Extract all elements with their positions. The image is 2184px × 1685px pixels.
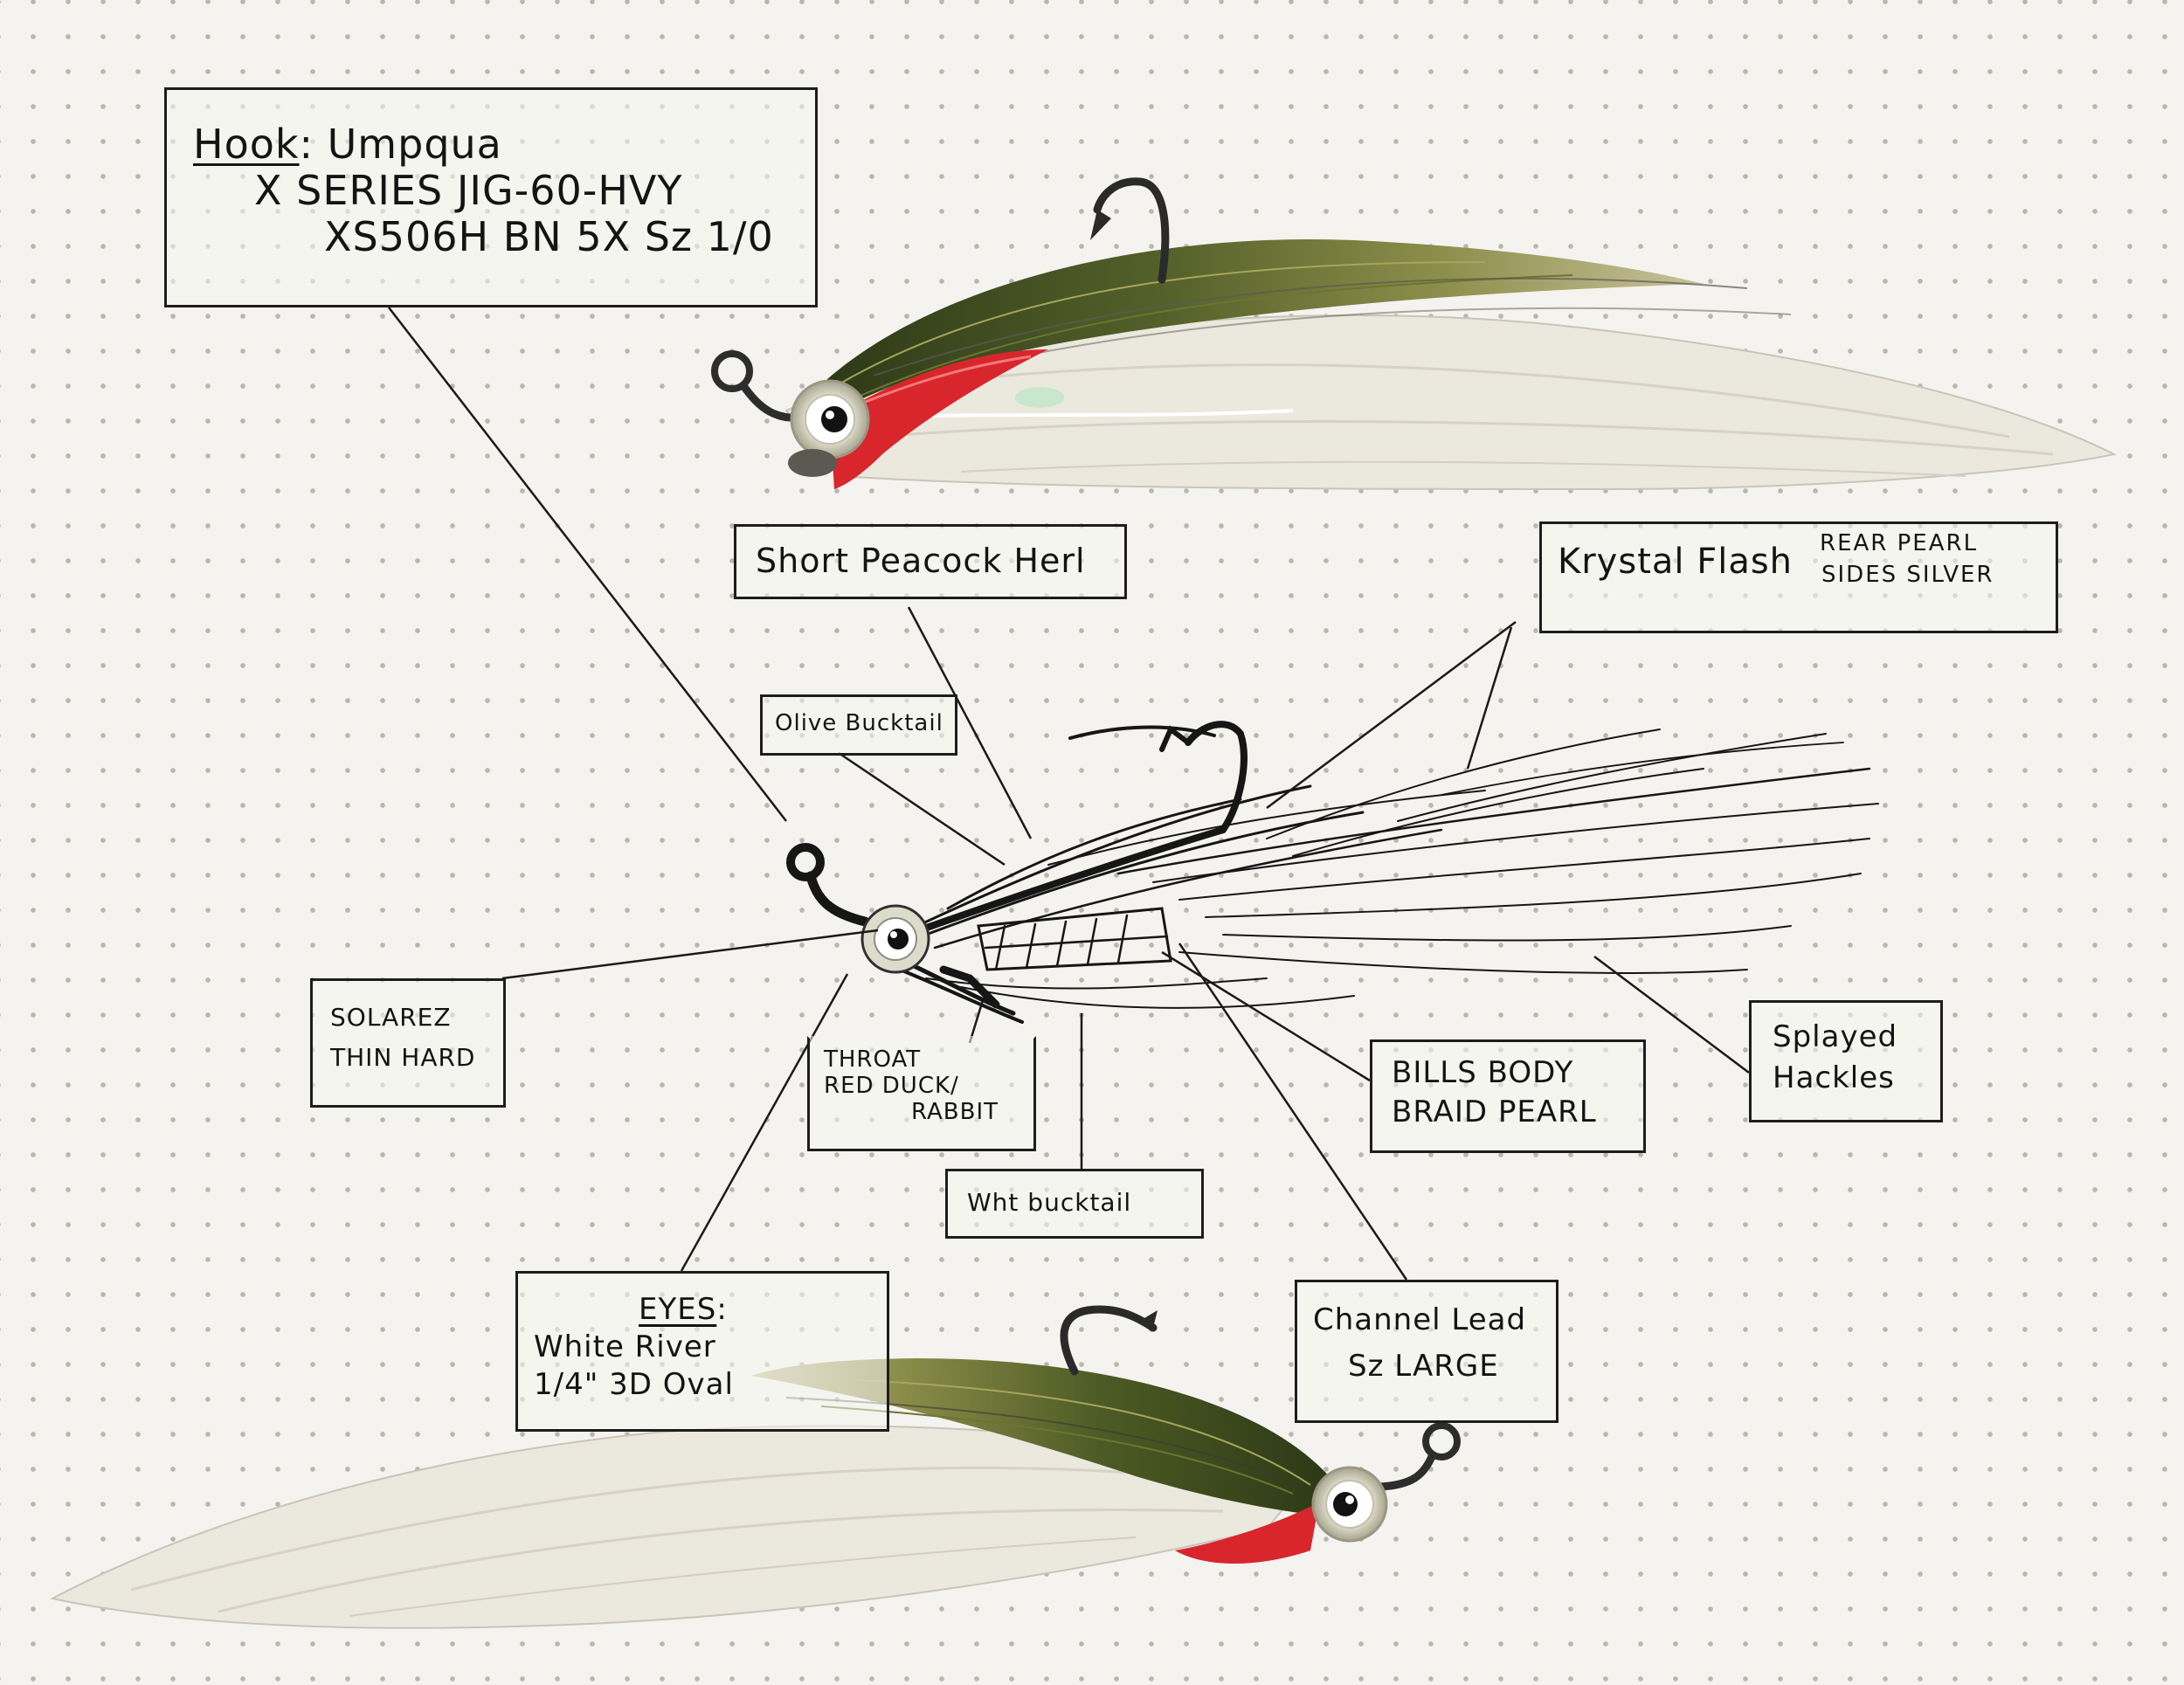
red-throat <box>1175 1502 1319 1564</box>
eyes-line2: White River <box>534 1329 716 1365</box>
label-bills: BILLS BODY BRAID PEARL <box>1370 1039 1646 1153</box>
leader-solarez <box>501 929 879 980</box>
leader-throat <box>968 999 985 1044</box>
label-olive: Olive Bucktail <box>760 694 957 756</box>
label-krystal: Krystal Flash REAR PEARL SIDES SILVER <box>1539 521 2058 633</box>
leader-splayed <box>1593 956 1750 1074</box>
doll-eye-icon <box>1311 1466 1388 1543</box>
channel-line2: Sz LARGE <box>1348 1349 1499 1385</box>
krystal-sides: SIDES SILVER <box>1821 562 1994 588</box>
hook-size: XS506H BN 5X Sz 1/0 <box>324 212 774 260</box>
label-eyes: EYES: White River 1/4" 3D Oval <box>515 1271 889 1432</box>
label-solarez: SOLAREZ THIN HARD <box>310 978 506 1108</box>
hook-heading: Hook <box>193 121 300 168</box>
leader-krystal-2 <box>1466 626 1513 770</box>
eyes-line3: 1/4" 3D Oval <box>534 1367 734 1403</box>
hook-bend <box>1093 177 1170 284</box>
solarez-line2: THIN HARD <box>330 1043 476 1073</box>
solarez-line1: SOLAREZ <box>330 1003 452 1032</box>
leader-hook <box>388 307 787 822</box>
krystal-main: Krystal Flash <box>1558 542 1794 582</box>
leader-lines <box>388 307 1750 1281</box>
label-peacock: Short Peacock Herl <box>734 524 1127 599</box>
splayed-line1: Splayed <box>1773 1019 1898 1054</box>
olive-text: Olive Bucktail <box>775 710 943 736</box>
throat-line3: RABBIT <box>911 1098 999 1125</box>
label-splayed: Splayed Hackles <box>1749 1000 1943 1122</box>
leader-channel <box>1178 943 1408 1281</box>
doll-eye-icon <box>860 904 930 974</box>
white-bucktail-tail <box>784 314 2118 491</box>
leader-krystal-1 <box>1266 620 1517 810</box>
streamer-fly-photo <box>711 177 2118 491</box>
wht-text: Wht bucktail <box>967 1188 1132 1217</box>
krystal-rear: REAR PEARL <box>1820 530 1979 556</box>
streamer-fly-sketch <box>786 721 1879 1024</box>
bills-line2: BRAID PEARL <box>1392 1095 1597 1130</box>
leader-eyes <box>680 973 849 1272</box>
leader-peacock <box>907 606 1033 839</box>
label-wht: Wht bucktail <box>945 1169 1204 1239</box>
label-hook: Hook: Umpqua X SERIES JIG-60-HVY XS506H … <box>164 87 818 307</box>
peacock-wing <box>812 238 1704 411</box>
throat-line2: RED DUCK/ <box>824 1072 959 1099</box>
jig-hook-eye <box>1379 1422 1461 1491</box>
channel-line1: Channel Lead <box>1313 1302 1527 1337</box>
hook-bend <box>1060 1305 1158 1376</box>
splayed-line2: Hackles <box>1773 1060 1895 1096</box>
jig-hook-icon <box>786 843 825 881</box>
hook-model: X SERIES JIG-60-HVY <box>254 166 683 214</box>
leader-olive <box>838 751 1006 867</box>
streamer-fly-photo <box>50 1305 1461 1629</box>
label-channel: Channel Lead Sz LARGE <box>1295 1280 1559 1423</box>
throat-line1: THROAT <box>824 1046 922 1073</box>
label-throat: THROAT RED DUCK/ RABBIT <box>807 1036 1036 1151</box>
peacock-text: Short Peacock Herl <box>756 542 1086 580</box>
eyes-heading: EYES <box>639 1292 717 1327</box>
leader-bills <box>1161 950 1371 1082</box>
hook-brand: : Umpqua <box>299 121 502 168</box>
eyes-colon: : <box>716 1292 728 1327</box>
doll-eye-icon <box>788 379 870 477</box>
peacock-wing <box>751 1358 1337 1516</box>
jig-hook-eye <box>711 350 800 422</box>
bills-line1: BILLS BODY <box>1392 1055 1574 1090</box>
